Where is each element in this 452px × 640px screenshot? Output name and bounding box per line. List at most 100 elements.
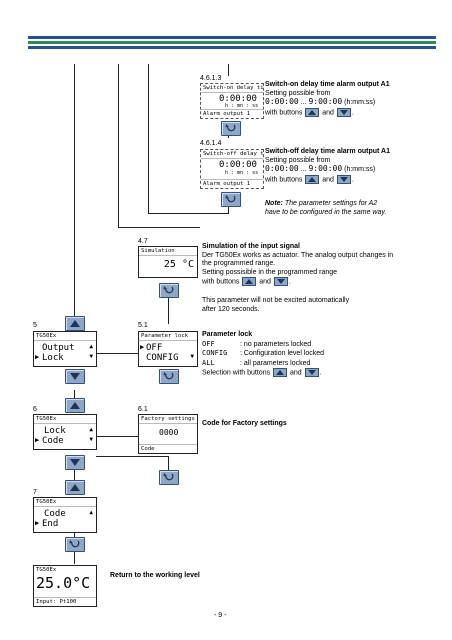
header-stripe-blue-1 — [28, 36, 436, 39]
menu-cursor-icon: ▶ — [35, 519, 40, 527]
factory-settings-display: Factory settings 0000 Code — [138, 414, 198, 454]
menu-scroll-down-marker: ▼ — [89, 353, 93, 360]
section-number: 5.1 — [138, 322, 148, 329]
menu-scroll-up-marker: ▲ — [89, 509, 93, 516]
section-number: 5 — [33, 322, 37, 329]
menu-line-selected: OFF — [146, 343, 163, 353]
enter-button[interactable] — [65, 537, 85, 552]
display-header: Switch-on delay time — [201, 85, 263, 93]
dot: . — [351, 176, 354, 184]
description-title: Parameter lock — [202, 331, 253, 338]
header-stripe-blue-2 — [28, 46, 436, 49]
display-value: 0000 — [159, 428, 179, 437]
simulation-timeout-text: This parameter will not be excited autom… — [202, 297, 349, 314]
enter-button[interactable] — [159, 369, 179, 384]
enter-button[interactable] — [159, 283, 179, 298]
down-arrow-icon — [304, 368, 319, 378]
down-button[interactable] — [65, 369, 85, 384]
description-text: after 120 seconds. — [202, 305, 260, 313]
range-from: 0:00:00 — [265, 164, 299, 174]
menu-scroll-down-marker: ▼ — [89, 436, 93, 443]
up-arrow-icon — [273, 368, 288, 378]
description-title: Code for Factory settings — [202, 420, 287, 427]
range-unit: (h:mm:ss) — [342, 166, 376, 174]
display-value: 0:00:00 — [219, 94, 257, 104]
section-number: 4.6.1.3 — [200, 75, 222, 82]
menu-scroll-down-marker: ▼ — [190, 353, 194, 360]
range-to: 9:00:00 — [308, 164, 343, 174]
range-sep: ... — [298, 166, 309, 174]
range-unit: (h:mm:ss) — [342, 99, 376, 107]
enter-return-icon — [225, 124, 236, 132]
flow-line — [74, 64, 75, 322]
switch-on-description: Switch-on delay time alarm output A1 Set… — [265, 81, 390, 118]
note-label: Note: — [265, 200, 283, 207]
dot: . — [319, 369, 322, 377]
down-arrow-icon — [70, 459, 80, 466]
display-value: 0:00:00 — [219, 160, 257, 170]
up-button[interactable] — [65, 398, 85, 413]
enter-button[interactable] — [159, 470, 179, 485]
menu-scroll-up-marker: ▲ — [89, 426, 93, 433]
display-header: TG50Ex — [36, 567, 57, 573]
switch-off-delay-display: Switch-off delay time 0:00:00 h : mn : s… — [200, 149, 264, 189]
enter-return-icon — [69, 540, 80, 548]
and-text: and — [322, 176, 334, 184]
description-text: Setting possible from — [265, 156, 331, 164]
range-to: 9:00:00 — [308, 97, 343, 107]
down-button[interactable] — [65, 455, 85, 470]
factory-description: Code for Factory settings — [202, 420, 287, 429]
flow-line — [118, 64, 119, 228]
up-button[interactable] — [65, 316, 85, 331]
display-format: h : mn : ss — [225, 103, 259, 109]
flow-line — [168, 296, 169, 324]
flow-line — [228, 64, 229, 76]
note-text: The parameter settings for A2 — [282, 200, 378, 207]
flow-line — [148, 64, 149, 214]
display-header: Factory settings — [139, 415, 197, 424]
menu-cursor-icon: ▶ — [140, 343, 145, 351]
section-number: 6 — [33, 406, 37, 413]
menu-line-selected: Lock — [42, 353, 64, 363]
menu-scroll-up-marker: ▲ — [89, 343, 93, 350]
enter-return-icon — [163, 372, 174, 380]
description-text: Setting possisible in the programmed ran… — [202, 268, 338, 276]
display-header: Parameter lock — [139, 332, 197, 341]
option-value: : Configuration level locked — [240, 350, 325, 358]
section-number: 7 — [33, 489, 37, 496]
up-arrow-icon — [70, 320, 80, 327]
up-arrow-icon — [305, 174, 320, 184]
flow-line — [118, 227, 200, 228]
note: Note: The parameter settings for A2 have… — [265, 200, 386, 217]
menu-cursor-icon: ▶ — [35, 436, 40, 444]
description-text: the programmed range. — [202, 260, 276, 268]
display-footer: Input: Pt100 — [34, 597, 96, 606]
down-arrow-icon — [70, 373, 80, 380]
flow-line — [96, 436, 138, 437]
buttons-text: with buttons — [202, 278, 240, 286]
description-title: Switch-off delay time alarm output A1 — [265, 148, 390, 155]
flow-line — [148, 213, 228, 214]
return-description: Return to the working level — [110, 572, 200, 581]
display-footer: Alarm output 1 — [201, 109, 263, 118]
simulation-description: Simulation of the input signal Der TG50E… — [202, 243, 393, 287]
flow-line — [168, 456, 169, 470]
parameter-lock-description: Parameter lock OFF: no parameters locked… — [202, 331, 324, 378]
enter-button[interactable] — [221, 121, 241, 136]
description-text: This parameter will not be excited autom… — [202, 297, 350, 304]
and-text: and — [259, 278, 271, 286]
and-text: and — [322, 109, 334, 117]
flow-line — [96, 456, 168, 457]
enter-button[interactable] — [221, 192, 241, 207]
enter-return-icon — [225, 195, 236, 203]
up-arrow-icon — [305, 107, 320, 117]
up-button[interactable] — [65, 480, 85, 495]
working-level-display: TG50Ex 25.0°C Input: Pt100 — [33, 565, 97, 607]
display-value: 25 °C — [163, 259, 194, 270]
header-stripe-green-1 — [28, 41, 436, 44]
description-title: Return to the working level — [110, 572, 200, 579]
buttons-text: with buttons — [265, 176, 303, 184]
option-key: ALL — [202, 358, 215, 367]
description-text: Der TG50Ex works as actuator. The analog… — [202, 251, 394, 259]
